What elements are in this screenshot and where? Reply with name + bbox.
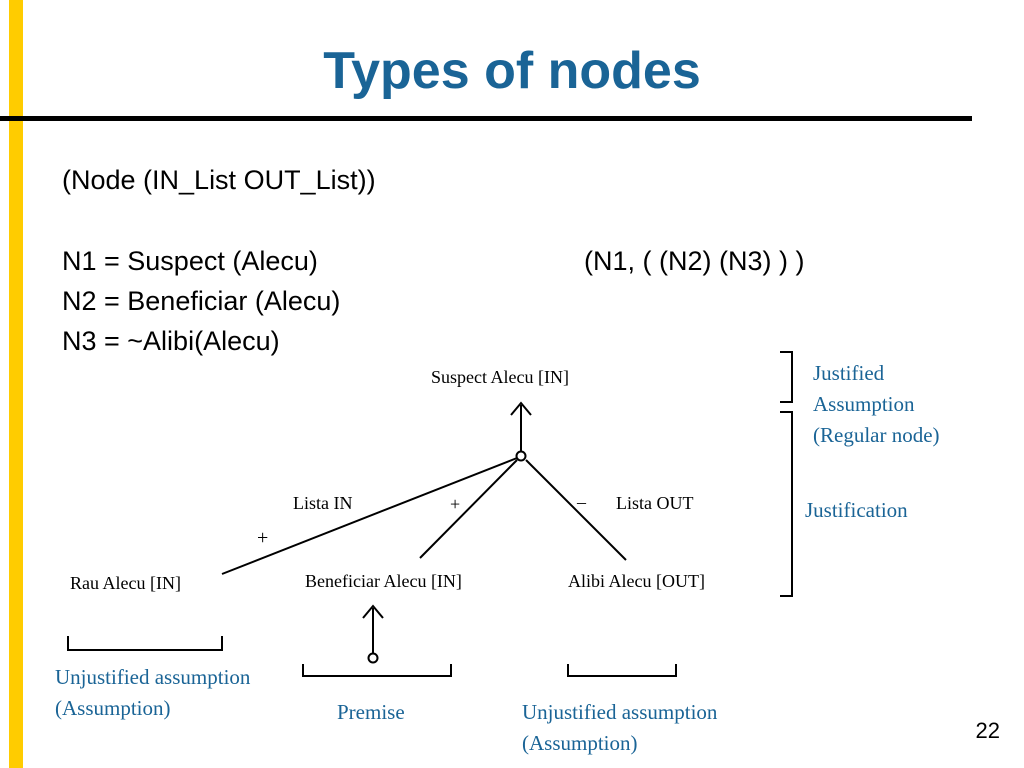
page-number: 22 bbox=[975, 718, 1000, 743]
link-beneficiar bbox=[419, 459, 518, 559]
annotation-unjustified-right-2: (Assumption) bbox=[522, 731, 638, 755]
annotation-unjustified-left-1: Unjustified assumption bbox=[55, 665, 251, 689]
bracket-justification bbox=[780, 411, 793, 597]
annotation-unjustified-left-2: (Assumption) bbox=[55, 696, 171, 720]
link-alibi bbox=[525, 459, 627, 561]
label-plus-left: + bbox=[257, 527, 269, 549]
annotation-justified-2: Assumption bbox=[813, 392, 915, 416]
n3-definition: N3 = ~Alibi(Alecu) bbox=[62, 326, 280, 356]
bracket-beneficiar bbox=[302, 664, 452, 677]
node-suspect: Suspect Alecu [IN] bbox=[431, 367, 569, 387]
n1-justification: (N1, ( (N2) (N3) ) ) bbox=[584, 246, 805, 276]
label-plus-mid: + bbox=[450, 494, 461, 514]
annotation-justified-3: (Regular node) bbox=[813, 423, 940, 447]
bracket-rau bbox=[67, 636, 223, 651]
annotation-justified-1: Justified bbox=[813, 361, 885, 385]
node-format-line: (Node (IN_List OUT_List)) bbox=[62, 165, 376, 195]
label-minus: – bbox=[577, 492, 586, 512]
accent-bar bbox=[9, 0, 23, 768]
node-rau: Rau Alecu [IN] bbox=[70, 573, 181, 593]
annotation-unjustified-right-1: Unjustified assumption bbox=[522, 700, 718, 724]
node-alibi: Alibi Alecu [OUT] bbox=[568, 571, 705, 591]
arrow-head-beneficiar bbox=[362, 604, 384, 619]
annotation-premise: Premise bbox=[337, 700, 405, 724]
arrow-head-suspect bbox=[510, 401, 532, 416]
annotation-justification: Justification bbox=[805, 498, 908, 522]
n1-definition: N1 = Suspect (Alecu) bbox=[62, 246, 318, 276]
justification-node bbox=[515, 450, 527, 462]
link-rau bbox=[221, 457, 518, 575]
label-lista-in: Lista IN bbox=[293, 493, 353, 513]
label-lista-out: Lista OUT bbox=[616, 493, 694, 513]
n2-definition: N2 = Beneficiar (Alecu) bbox=[62, 286, 341, 316]
slide-title: Types of nodes bbox=[323, 42, 701, 100]
premise-node bbox=[367, 652, 379, 664]
node-beneficiar: Beneficiar Alecu [IN] bbox=[305, 571, 462, 591]
bracket-alibi bbox=[567, 664, 677, 677]
title-rule bbox=[0, 116, 972, 121]
bracket-justified bbox=[780, 351, 793, 403]
